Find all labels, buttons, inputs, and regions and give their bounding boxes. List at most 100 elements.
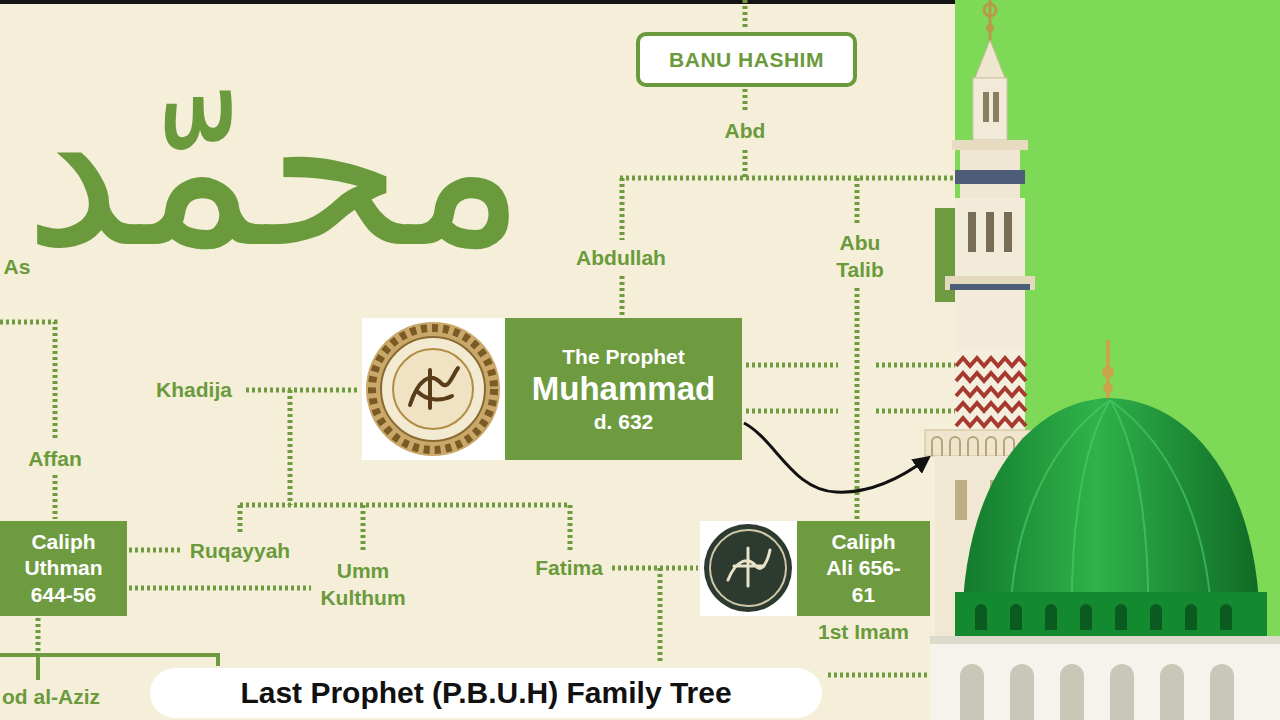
node-text: BANU HASHIM bbox=[669, 47, 824, 72]
minaret bbox=[955, 350, 1025, 432]
minaret bbox=[984, 4, 996, 16]
minaret bbox=[986, 212, 994, 252]
minaret bbox=[993, 92, 999, 122]
dotted-line bbox=[0, 0, 955, 675]
person-name: Umm Kulthum bbox=[314, 557, 412, 612]
person-name: Abu Talib bbox=[824, 229, 896, 284]
minaret bbox=[956, 403, 1026, 411]
minaret bbox=[956, 358, 1026, 366]
green-dome bbox=[955, 592, 1267, 638]
node-text: d. 632 bbox=[594, 409, 654, 434]
dotted-line bbox=[743, 89, 748, 113]
dotted-line bbox=[855, 178, 860, 224]
minaret bbox=[955, 198, 1025, 278]
person-name: Fatima bbox=[535, 554, 603, 581]
prophet-emblem bbox=[366, 322, 500, 456]
minaret bbox=[955, 290, 1025, 350]
dotted-line bbox=[620, 276, 625, 316]
minaret bbox=[973, 78, 1007, 140]
dotted-line bbox=[620, 178, 625, 240]
minaret bbox=[986, 24, 994, 32]
background bbox=[0, 0, 955, 720]
dotted-line bbox=[746, 363, 838, 368]
dotted-line bbox=[238, 505, 243, 534]
person-name: Abd bbox=[725, 117, 766, 144]
green-dome bbox=[1102, 366, 1114, 378]
node-text: Caliph Ali 656-61 bbox=[826, 529, 902, 608]
person-name: As bbox=[4, 253, 31, 280]
ali-emblem bbox=[700, 521, 797, 616]
green-panel bbox=[955, 0, 1280, 720]
minaret bbox=[983, 92, 989, 122]
ali-emblem bbox=[700, 521, 797, 616]
dotted-line bbox=[246, 388, 360, 393]
top-border bbox=[0, 0, 955, 4]
minaret bbox=[955, 170, 1025, 184]
minaret bbox=[956, 418, 1026, 426]
pointer-arrow bbox=[744, 423, 928, 492]
prophet-emblem bbox=[362, 318, 505, 460]
minaret bbox=[975, 40, 1005, 78]
minaret bbox=[950, 284, 1030, 290]
green-dome bbox=[930, 636, 1280, 720]
dotted-line bbox=[876, 363, 955, 368]
ali-emblem bbox=[710, 530, 786, 606]
name-box: The ProphetMuhammadd. 632 bbox=[505, 318, 742, 460]
name-box: Caliph Ali 656-611st Imam bbox=[797, 521, 930, 616]
solid-line bbox=[36, 655, 40, 680]
person-name: od al-Aziz bbox=[2, 683, 100, 710]
dotted-line bbox=[129, 548, 180, 553]
person-name: Ruqayyah bbox=[190, 537, 290, 564]
caption-pill: Last Prophet (P.B.U.H) Family Tree bbox=[150, 668, 822, 718]
dotted-line bbox=[612, 566, 698, 571]
solid-line bbox=[216, 655, 220, 666]
prophet-emblem bbox=[410, 368, 458, 408]
minaret bbox=[968, 212, 976, 252]
dotted-line bbox=[855, 288, 860, 519]
person-name: Abdullah bbox=[576, 244, 666, 271]
calligraphy: محمّد bbox=[24, 36, 527, 300]
dotted-line bbox=[746, 409, 838, 414]
dotted-line bbox=[288, 390, 293, 505]
dotted-line bbox=[743, 0, 748, 30]
green-dome bbox=[960, 664, 1234, 720]
dotted-line bbox=[53, 475, 58, 519]
node-text: The Prophet bbox=[562, 344, 685, 369]
minaret bbox=[989, 0, 992, 42]
name-box: Caliph Uthman 644-56 bbox=[0, 521, 127, 616]
dotted-line bbox=[620, 176, 955, 181]
minaret bbox=[945, 276, 1035, 290]
dotted-line bbox=[876, 409, 955, 414]
solid-line bbox=[0, 653, 220, 657]
green-dome bbox=[930, 340, 1280, 720]
dotted-line bbox=[36, 618, 41, 653]
banner-box: BANU HASHIM bbox=[636, 32, 857, 87]
caption-text: Last Prophet (P.B.U.H) Family Tree bbox=[240, 676, 731, 710]
prophet-emblem bbox=[393, 349, 473, 429]
node-text: Muhammad bbox=[532, 369, 715, 409]
person-name: Khadija bbox=[156, 376, 232, 403]
dotted-line bbox=[658, 568, 663, 664]
prophet-emblem bbox=[381, 337, 485, 441]
dotted-line bbox=[568, 505, 573, 550]
node-text: Caliph Uthman 644-56 bbox=[21, 529, 107, 608]
dotted-line bbox=[361, 505, 366, 551]
green-dome bbox=[975, 604, 1232, 630]
green-dome bbox=[1103, 383, 1113, 393]
ali-emblem bbox=[704, 524, 792, 612]
minaret bbox=[952, 140, 1028, 150]
dotted-line bbox=[0, 322, 55, 440]
dotted-line bbox=[743, 150, 748, 178]
person-name: Affan bbox=[28, 445, 82, 472]
prophet-emblem bbox=[362, 318, 505, 460]
ali-emblem bbox=[728, 548, 770, 586]
minaret bbox=[956, 373, 1026, 381]
minaret bbox=[955, 480, 967, 520]
green-dome bbox=[930, 636, 1280, 644]
prophet-emblem bbox=[372, 328, 494, 450]
minaret bbox=[956, 388, 1026, 396]
dotted-line bbox=[828, 673, 930, 678]
dotted-line bbox=[240, 503, 570, 508]
